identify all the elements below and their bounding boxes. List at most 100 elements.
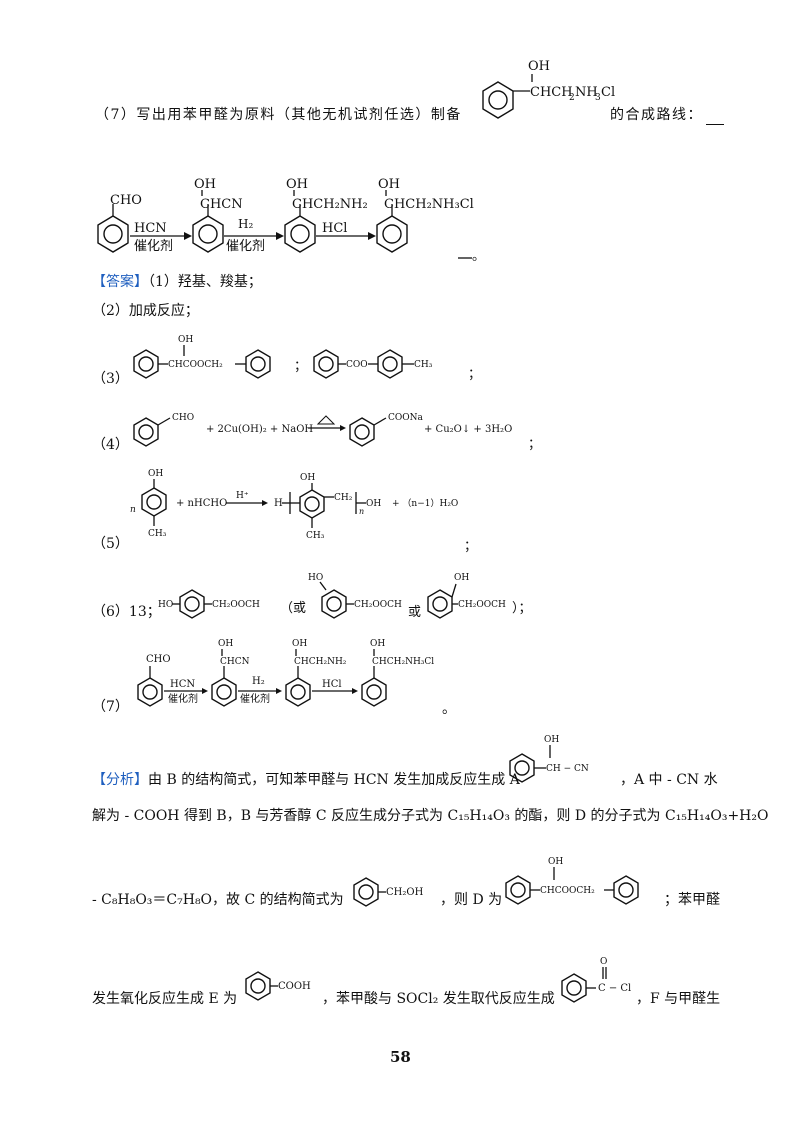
svg-text:HCl: HCl	[322, 679, 342, 690]
analysis-line-3-tail: ；苯甲醛	[664, 892, 720, 908]
analysis-line-1: 【分析】由 B 的结构简式，可知苯甲醛与 HCN 发生加成反应生成 A	[92, 771, 520, 789]
svg-text:（或: （或	[280, 601, 306, 616]
svg-text:H₂: H₂	[238, 217, 253, 231]
svg-text:OH: OH	[178, 335, 193, 345]
svg-text:CHO: CHO	[146, 654, 171, 665]
analysis-line-3-mid: ，则 D 为	[440, 892, 503, 908]
svg-text:OH: OH	[454, 573, 469, 583]
svg-text:催化剂: 催化剂	[168, 692, 198, 705]
svg-text:OH: OH	[378, 177, 400, 192]
svg-text:OH: OH	[528, 59, 550, 74]
svg-text:+ Cu₂O↓ + 3H₂O: + Cu₂O↓ + 3H₂O	[424, 424, 512, 435]
q7-prompt-suffix: 的合成路线：	[610, 107, 703, 123]
svg-text:；: ；	[464, 539, 477, 554]
svg-text:CH − CN: CH − CN	[546, 764, 589, 774]
answer-label: 【答案】	[92, 274, 148, 290]
answer-7-num: （7）	[92, 699, 129, 715]
analysis-line-3: - C₈H₈O₃＝C₇H₈O，故 C 的结构简式为	[92, 892, 344, 908]
svg-text:）；: ）；	[512, 601, 532, 616]
analysis-line-1-text: 由 B 的结构简式，可知苯甲醛与 HCN 发生加成反应生成 A	[148, 772, 520, 788]
svg-text:CHCH₂NH₂: CHCH₂NH₂	[294, 657, 347, 667]
svg-text:OH: OH	[194, 177, 216, 192]
svg-text:CHO: CHO	[110, 193, 142, 208]
svg-text:HCN: HCN	[134, 221, 167, 236]
svg-text:OH: OH	[548, 857, 563, 867]
svg-text:HO: HO	[308, 573, 323, 583]
svg-text:COO: COO	[346, 360, 368, 370]
q7-prompt: （7）写出用苯甲醛为原料（其他无机试剂任选）制备	[95, 107, 462, 123]
svg-text:CHCOOCH₂: CHCOOCH₂	[168, 360, 223, 370]
answer-4-num: （4）	[92, 437, 129, 453]
svg-text:H₂: H₂	[252, 676, 265, 687]
analysis-compound-c: CH₂OH	[353, 877, 424, 907]
analysis-compound-a: OH CH − CN	[509, 735, 589, 783]
svg-text:CH₃: CH₃	[306, 531, 325, 541]
svg-text:OH: OH	[218, 639, 233, 649]
answer-1-text: （1）羟基、羧基；	[148, 274, 262, 290]
analysis-compound-d: OH CHCOOCH₂	[505, 857, 639, 905]
svg-text:。: 。	[472, 249, 485, 264]
svg-text:CHO: CHO	[172, 413, 194, 423]
svg-text:CHCH₂NH₃Cl: CHCH₂NH₃Cl	[372, 657, 434, 667]
analysis-line-4: 发生氧化反应生成 E 为	[92, 991, 238, 1007]
svg-text:CHCH: CHCH	[530, 85, 573, 100]
svg-text:H: H	[274, 498, 283, 509]
svg-text:O: O	[600, 957, 607, 967]
svg-text:CH₂: CH₂	[334, 493, 353, 503]
q7-target-structure: OH CHCH 2 NH 3 Cl	[482, 59, 615, 119]
svg-text:HO: HO	[158, 600, 173, 610]
analysis-line-4-mid: ，苯甲酸与 SOCl₂ 发生取代反应生成	[322, 991, 555, 1007]
answer-3-num: （3）	[92, 371, 129, 387]
svg-text:CHCH₂NH₂: CHCH₂NH₂	[292, 197, 368, 212]
answer-2: （2）加成反应；	[92, 303, 199, 319]
svg-text:CHCN: CHCN	[220, 657, 250, 667]
analysis-line-1-tail: ，A 中 - CN 水	[620, 772, 718, 788]
svg-text:；: ；	[294, 359, 307, 374]
svg-text:OH: OH	[286, 177, 308, 192]
svg-text:OH: OH	[370, 639, 385, 649]
svg-text:催化剂: 催化剂	[226, 239, 265, 254]
svg-text:CHCOOCH₂: CHCOOCH₂	[540, 886, 595, 896]
svg-text:CH₂OOCH: CH₂OOCH	[354, 600, 402, 610]
svg-text:+ （n−1）H₂O: + （n−1）H₂O	[392, 498, 458, 509]
answer-3-structures: OH CHCOOCH₂ ； COO CH₃ ；	[133, 335, 481, 382]
svg-text:HCN: HCN	[170, 679, 195, 690]
answer-6-num: （6）13；	[92, 604, 161, 620]
svg-text:2: 2	[569, 93, 575, 103]
analysis-compound-e: COOH	[245, 971, 311, 1001]
svg-text:C − Cl: C − Cl	[598, 983, 631, 994]
svg-text:CH₂OH: CH₂OH	[386, 887, 424, 898]
answer-5-num: （5）	[92, 536, 129, 552]
page-number: 58	[390, 1048, 411, 1066]
q7-synthesis-route: CHO HCN 催化剂 OH CHCN H₂ 催化剂 OH CHCH₂NH₂ H…	[97, 177, 485, 264]
answer-6-structures: HO CH₂OOCH （或 HO CH₂OOCH 或 OH CH₂OOCH ）；	[158, 573, 532, 620]
analysis-compound-f: O C − Cl	[561, 957, 631, 1003]
answer-4-equation: CHO + 2Cu(OH)₂ + NaOH COONa + Cu₂O↓ + 3H…	[133, 413, 541, 452]
svg-text:CH₃: CH₃	[414, 360, 433, 370]
answer-1: 【答案】（1）羟基、羧基；	[92, 273, 262, 291]
analysis-line-4-tail: ，F 与甲醛生	[636, 991, 721, 1007]
svg-text:CHCN: CHCN	[200, 197, 243, 212]
svg-text:CH₂OOCH: CH₂OOCH	[458, 600, 506, 610]
svg-text:催化剂: 催化剂	[134, 239, 173, 254]
svg-text:COONa: COONa	[388, 413, 424, 423]
svg-text:+ nHCHO: + nHCHO	[176, 498, 227, 509]
svg-text:CHCH₂NH₃Cl: CHCH₂NH₃Cl	[384, 197, 474, 212]
svg-text:NH: NH	[575, 85, 598, 100]
svg-text:+ 2Cu(OH)₂ + NaOH: + 2Cu(OH)₂ + NaOH	[206, 424, 313, 435]
svg-text:；: ；	[528, 437, 541, 452]
svg-text:；: ；	[468, 367, 481, 382]
svg-text:HCl: HCl	[322, 221, 347, 236]
svg-text:OH: OH	[300, 473, 315, 483]
svg-text:OH: OH	[544, 735, 559, 745]
answer-blank-line	[706, 124, 724, 125]
svg-text:OH: OH	[366, 499, 381, 509]
svg-text:OH: OH	[148, 469, 163, 479]
answer-5-equation: n OH CH₃ + nHCHO H⁺ H OH CH₃ CH₂ n OH + …	[130, 469, 477, 554]
analysis-line-2: 解为 - COOH 得到 B，B 与芳香醇 C 反应生成分子式为 C₁₅H₁₄O…	[92, 808, 769, 824]
answer-7-route: CHO HCN 催化剂 OH CHCN H₂ 催化剂 OH CHCH₂NH₂ H…	[137, 639, 434, 707]
svg-text:n: n	[359, 507, 364, 516]
svg-text:Cl: Cl	[601, 85, 615, 100]
svg-text:3: 3	[595, 93, 601, 103]
